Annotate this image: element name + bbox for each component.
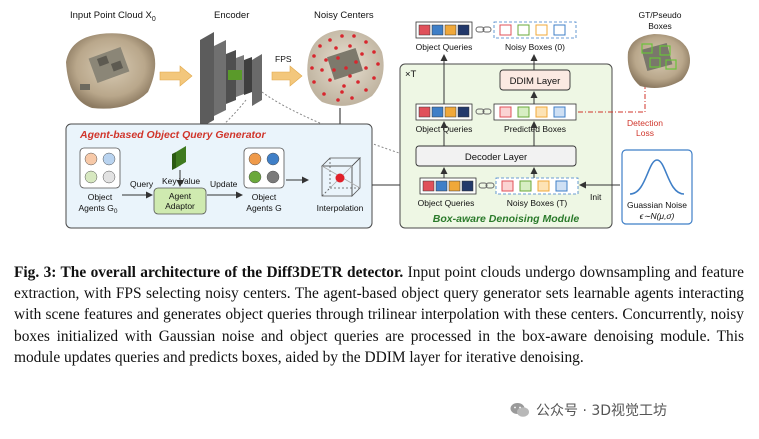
watermark-text: 公众号 · 3D视觉工坊 [536, 403, 668, 419]
watermark: 公众号 · 3D视觉工坊 [506, 399, 672, 421]
chain-link-mid [475, 108, 492, 115]
gt-boxes-label-1: GT/Pseudo [639, 10, 682, 20]
gaussian-formula: ϵ∼N(μ,σ) [640, 211, 675, 221]
figure-caption: Fig. 3: The overall architecture of the … [14, 262, 744, 368]
update-label: Update [210, 179, 238, 189]
object-queries-top [415, 21, 473, 39]
object-agents-g0-label-2: Agents G0 [78, 203, 117, 215]
input-point-cloud-label: Input Point Cloud X0 [70, 10, 156, 23]
object-agents-g-box [243, 147, 285, 189]
decoder-layer-box [415, 145, 577, 167]
noisy-boxes-top [493, 21, 577, 39]
encoder-label: Encoder [214, 10, 249, 21]
object-agents-g0-box [79, 147, 121, 189]
object-queries-mid [415, 103, 473, 121]
detection-loss-label-1: Detection [627, 118, 663, 128]
object-agents-g-label-2: Agents G [246, 203, 281, 213]
agent-generator-box [65, 123, 373, 229]
agent-adaptor-label-1: Agent [169, 191, 192, 201]
gaussian-noise-label: Guassian Noise [627, 200, 687, 210]
noisy-boxes-top-label: Noisy Boxes (0) [505, 42, 565, 52]
scene-feature-cube [172, 146, 186, 170]
fps-label: FPS [275, 54, 292, 64]
agent-adaptor-label-2: Adaptor [165, 201, 195, 211]
noisy-centers-image [307, 30, 384, 106]
gaussian-noise-box [621, 149, 693, 225]
object-agents-g0-circles [84, 152, 116, 184]
noisy-boxes-bottom [495, 177, 579, 195]
gaussian-curve [629, 159, 685, 195]
object-queries-bottom-label: Object Queries [418, 198, 475, 208]
noisy-centers-label: Noisy Centers [314, 10, 374, 21]
object-queries-bottom [419, 177, 477, 195]
chain-link-bottom [478, 182, 495, 189]
interpolation-center-dot [335, 173, 345, 183]
ddim-layer-box [499, 69, 571, 91]
times-t-label: ×T [405, 69, 417, 80]
object-agents-g-label-1: Object [252, 192, 277, 202]
object-queries-top-label: Object Queries [416, 42, 473, 52]
gt-boxes-label-2: Boxes [648, 21, 672, 31]
detection-loss-line [578, 75, 649, 113]
wechat-icon [510, 403, 529, 417]
ddim-layer-label: DDIM Layer [510, 76, 561, 87]
arrow-fps [271, 65, 303, 87]
input-point-cloud-image [66, 33, 156, 109]
decoder-layer-label: Decoder Layer [465, 152, 527, 163]
query-label: Query [130, 179, 154, 189]
predicted-boxes [493, 103, 577, 121]
object-agents-g-circles [248, 152, 280, 184]
encoder-blocks [200, 32, 262, 128]
init-label: Init [590, 192, 602, 202]
gt-boxes-image [627, 34, 690, 88]
box-aware-module-title: Box-aware Denoising Module [433, 213, 580, 225]
predicted-boxes-label: Predicted Boxes [504, 124, 566, 134]
architecture-diagram: Input Point Cloud X0 Encoder FPS Noisy C… [65, 10, 693, 229]
agent-adaptor-box [153, 187, 207, 215]
caption-label: Fig. 3: The overall architecture of the … [14, 264, 404, 281]
interpolation-label: Interpolation [317, 203, 364, 213]
caption-text: Input point clouds undergo downsampling … [14, 264, 745, 366]
object-agents-g0-label-1: Object [88, 192, 113, 202]
agent-generator-title: Agent-based Object Query Generator [79, 129, 266, 141]
detection-loss-label-2: Loss [636, 128, 654, 138]
key-value-label: Key Value [162, 176, 200, 186]
noisy-boxes-bottom-label: Noisy Boxes (T) [507, 198, 568, 208]
chain-link-top [475, 26, 492, 33]
arrow-input-to-encoder [159, 65, 193, 87]
